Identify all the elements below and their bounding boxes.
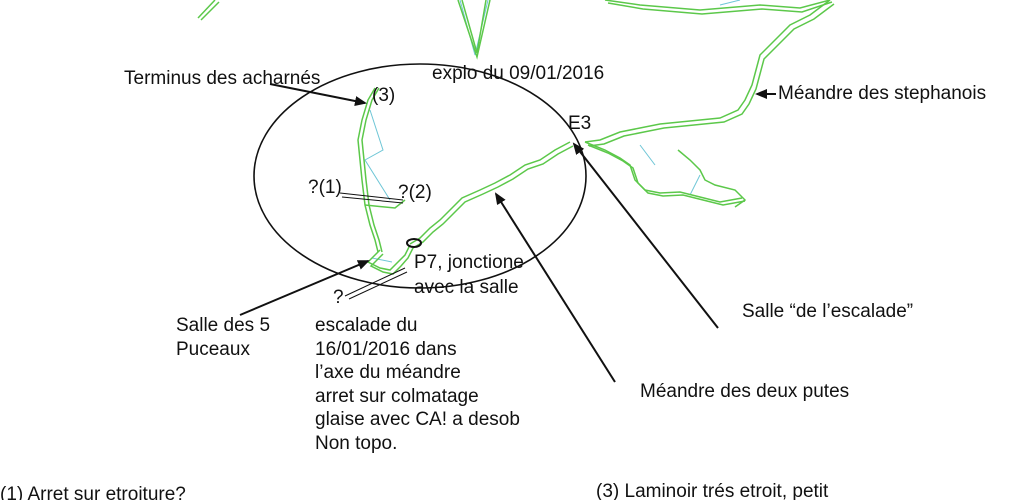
label-meandre-deux-putes: Méandre des deux putes — [640, 381, 850, 402]
escalade-note-line: arret sur colmatage — [315, 385, 479, 407]
label-salle-5-line2: Puceaux — [176, 339, 250, 360]
arrow-salle-5-puceaux — [239, 260, 370, 316]
label-terminus: Terminus des acharnés — [124, 68, 321, 89]
leader-q1-a — [339, 192, 404, 201]
label-three: (3) — [372, 85, 396, 106]
escalade-note-line: glaise avec CA! a desob — [315, 409, 520, 430]
label-salle-escalade: Salle “de l’escalade” — [742, 301, 914, 322]
arrow-meandre-deux — [494, 192, 616, 383]
arrow-terminus — [269, 83, 367, 106]
label-question: ? — [333, 287, 344, 308]
arrow-salle-escalade — [572, 142, 719, 329]
escalade-note-line: l’axe du méandre — [315, 362, 461, 383]
label-p7-line2: avec la salle — [414, 277, 519, 298]
footnote-1: (1) Arret sur etroiture? — [0, 484, 186, 500]
junction-marker — [406, 238, 422, 248]
label-explo-date: explo du 09/01/2016 — [432, 63, 605, 84]
exploration-ellipse — [253, 63, 587, 289]
label-salle-5-line1: Salle des 5 — [176, 315, 271, 336]
label-p7-line1: P7, jonctione — [414, 252, 524, 273]
escalade-note-line: escalade du — [315, 315, 418, 336]
escalade-note-line: 16/01/2016 dans — [315, 338, 457, 360]
label-e3: E3 — [568, 113, 592, 134]
survey-cross-sections — [364, 0, 741, 263]
leader-q-a — [344, 267, 406, 297]
leader-q-b — [348, 271, 408, 300]
label-q1: ?(1) — [308, 177, 342, 198]
leader-q1-b — [341, 196, 404, 204]
label-meandre-stephanois: Méandre des stephanois — [778, 83, 987, 104]
label-q2: ?(2) — [398, 182, 432, 203]
escalade-note-line: Non topo. — [315, 432, 398, 454]
footnote-3: (3) Laminoir trés etroit, petit — [596, 481, 829, 500]
survey-lines — [197, 0, 835, 275]
escalade-note: escalade du 16/01/2016 dans l’axe du méa… — [315, 314, 520, 455]
